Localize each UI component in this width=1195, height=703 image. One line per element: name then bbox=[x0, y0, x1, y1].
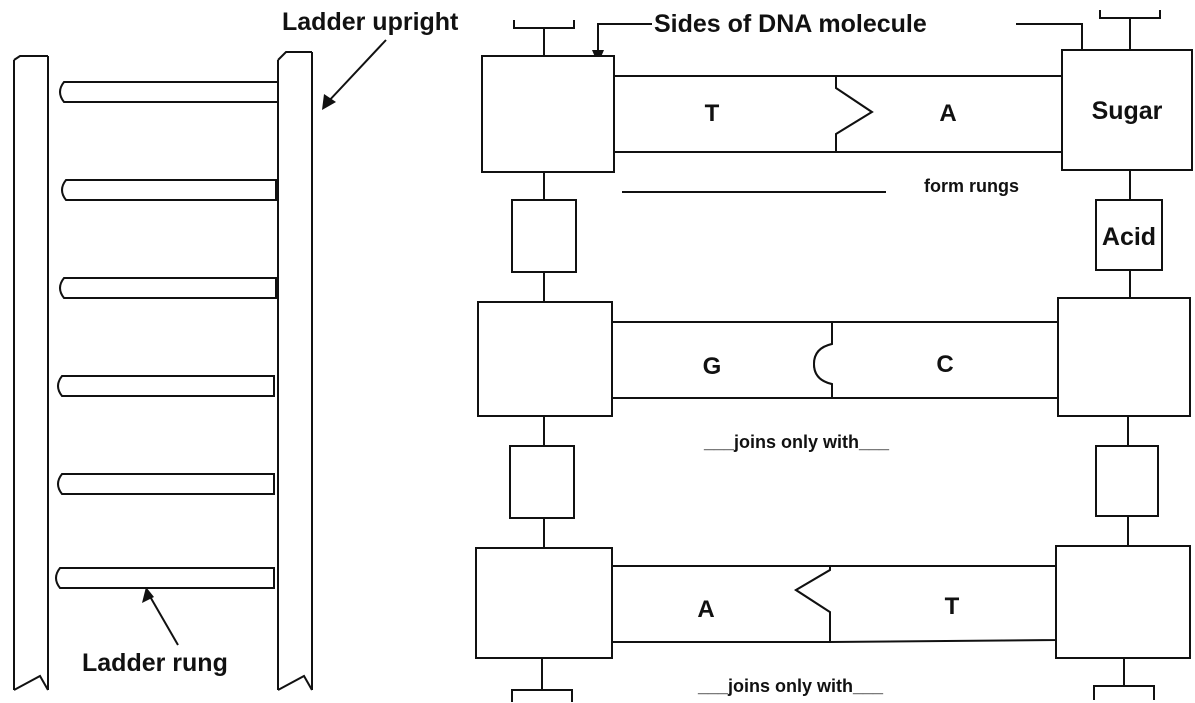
ladder-rung bbox=[59, 277, 277, 299]
top-stub-left bbox=[513, 20, 575, 56]
base-left bbox=[611, 321, 833, 399]
ladder-rung-arrowhead bbox=[142, 587, 154, 603]
base-right bbox=[812, 321, 1059, 399]
acid-box bbox=[1095, 445, 1159, 517]
sugar-box bbox=[1057, 297, 1191, 417]
ladder-rung-label: Ladder rung bbox=[82, 649, 228, 677]
joins-only-with-label: ___joins only with___ bbox=[697, 676, 884, 696]
base-letter-right: A bbox=[939, 100, 956, 127]
sugar-label: Sugar bbox=[1092, 97, 1163, 125]
acid-box bbox=[1095, 199, 1163, 271]
base-letter-left: G bbox=[703, 353, 722, 380]
acid-box bbox=[511, 199, 577, 273]
sugar-box bbox=[477, 301, 613, 417]
ladder-upright-arrowhead bbox=[322, 94, 336, 110]
acid-label: Acid bbox=[1102, 223, 1156, 251]
sugar-box bbox=[481, 55, 615, 173]
sides-of-dna-label: Sides of DNA molecule bbox=[654, 10, 927, 38]
joins-only-with-label: ___joins only with___ bbox=[703, 432, 890, 452]
ladder-upright-left bbox=[13, 55, 49, 691]
base-left bbox=[613, 75, 874, 153]
base-left bbox=[611, 565, 831, 643]
base-letter-right: C bbox=[936, 351, 953, 378]
ladder-rung bbox=[61, 179, 277, 201]
base-right bbox=[794, 565, 1057, 644]
acid-box bbox=[509, 445, 575, 519]
bottom-stub-left bbox=[511, 658, 573, 702]
base-letter-left: T bbox=[705, 100, 720, 127]
ladder-rung bbox=[57, 375, 275, 397]
ladder-upright-arrow bbox=[325, 39, 387, 105]
sugar-box bbox=[475, 547, 613, 659]
ladder: Ladder rung Ladder upright bbox=[13, 8, 459, 691]
base-letter-right: T bbox=[945, 593, 960, 620]
ladder-rung bbox=[55, 567, 275, 589]
base-letter-left: A bbox=[697, 596, 714, 623]
ladder-rung bbox=[59, 81, 279, 103]
top-stub-right bbox=[1099, 10, 1161, 50]
ladder-upright-label: Ladder upright bbox=[282, 8, 459, 36]
ladder-upright-right bbox=[277, 51, 313, 691]
dna-molecule: Sides of DNA molecule Sugar T A form run… bbox=[475, 10, 1193, 702]
sides-arrow-left bbox=[597, 23, 652, 56]
ladder-rung bbox=[57, 473, 275, 495]
form-rungs-label: form rungs bbox=[924, 176, 1019, 196]
sugar-box bbox=[1055, 545, 1191, 659]
bottom-stub-right bbox=[1093, 658, 1155, 700]
base-right bbox=[835, 75, 1063, 153]
ladder-rung-arrow bbox=[147, 592, 179, 646]
